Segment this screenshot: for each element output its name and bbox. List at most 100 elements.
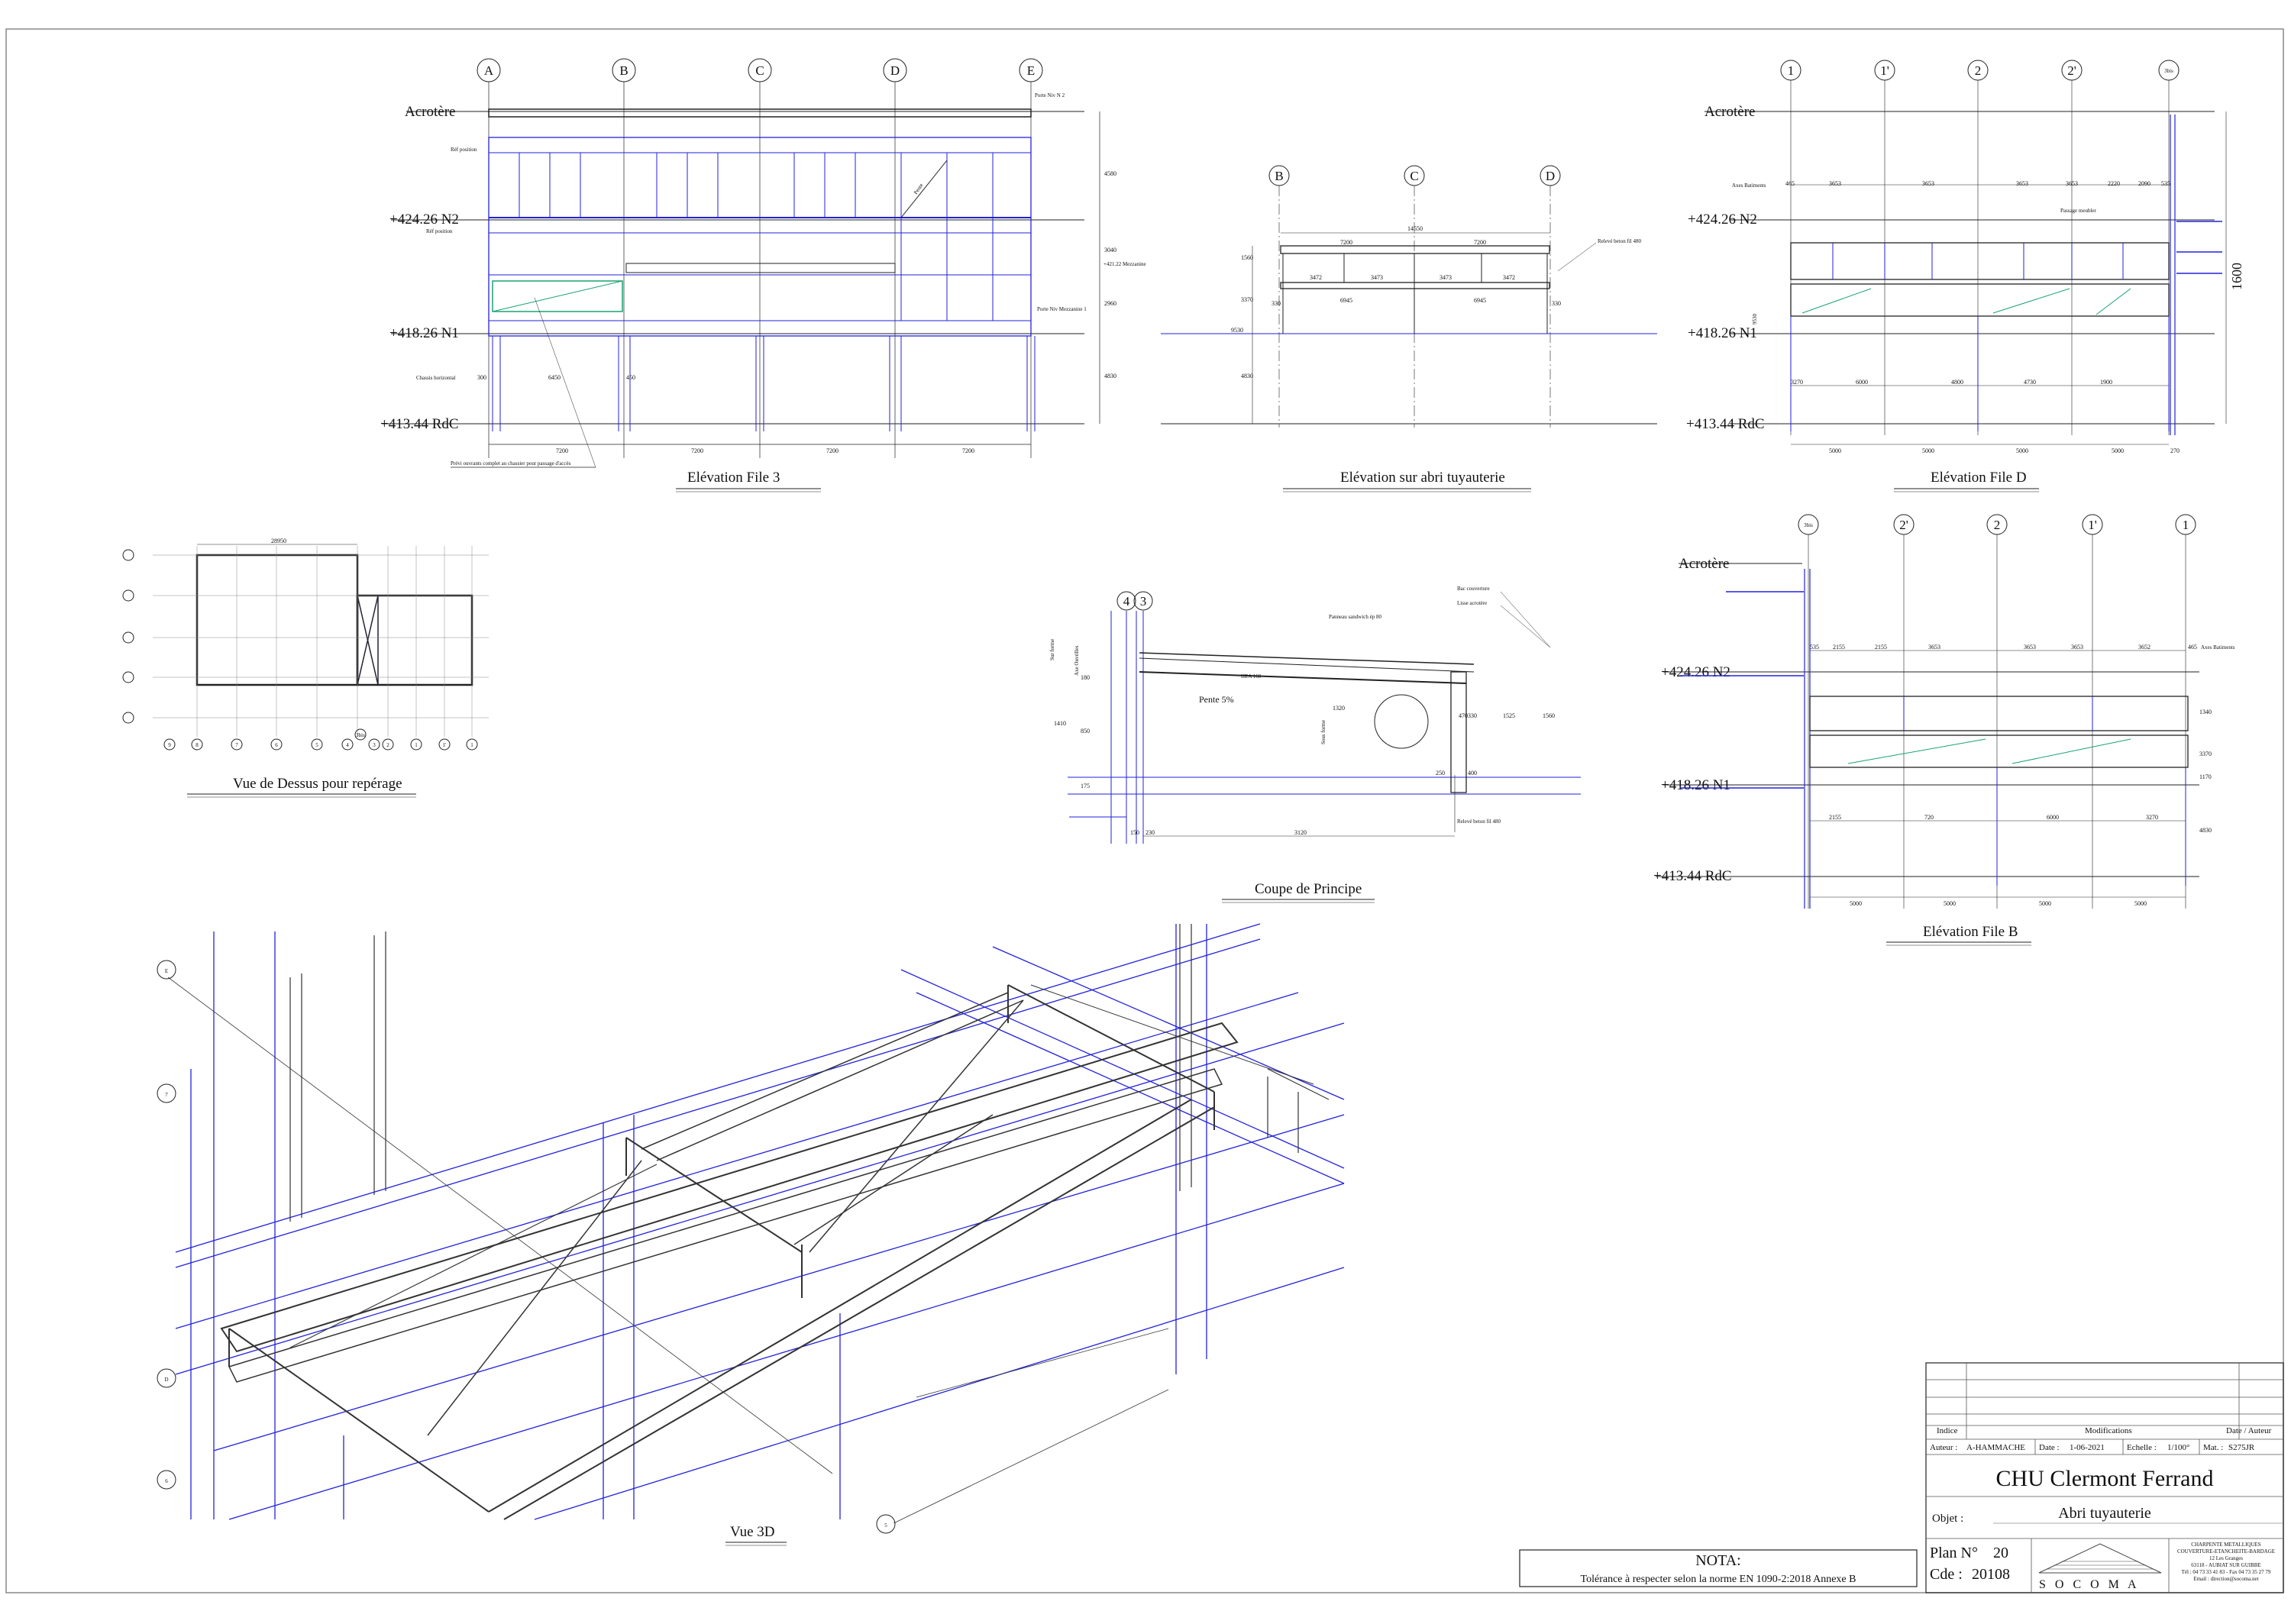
svg-text:Axes Batiments: Axes Batiments <box>2201 644 2235 651</box>
svg-text:330: 330 <box>1552 300 1561 307</box>
svg-text:1': 1' <box>1880 63 1889 78</box>
view-section: 4 3 Panneau sandwich ép 80 Bac couvertur… <box>1049 586 1581 903</box>
svg-text:6: 6 <box>165 1478 168 1484</box>
svg-text:1410: 1410 <box>1054 720 1066 727</box>
axis-3bis-b: 3bis <box>1798 514 1819 909</box>
title-section: Coupe de Principe <box>1255 881 1362 897</box>
tb-date-auteur: Date / Auteur <box>2226 1426 2272 1435</box>
svg-text:2220: 2220 <box>2108 180 2120 187</box>
svg-text:465: 465 <box>1785 180 1795 187</box>
svg-text:COUVERTURE-ETANCHEITE-BARDAGE: COUVERTURE-ETANCHEITE-BARDAGE <box>2177 1548 2275 1555</box>
svg-text:Pente 5%: Pente 5% <box>1199 694 1234 705</box>
svg-text:E: E <box>165 968 168 974</box>
svg-text:230: 230 <box>1146 829 1155 836</box>
v3d-axis-E: E <box>157 960 176 980</box>
svg-text:Date :: Date : <box>2039 1443 2060 1452</box>
svg-text:4580: 4580 <box>1104 170 1116 177</box>
svg-text:Email : direction@socoma.net: Email : direction@socoma.net <box>2193 1576 2258 1582</box>
svg-text:3653: 3653 <box>1922 180 1934 187</box>
svg-text:Sur forme: Sur forme <box>1049 639 1055 660</box>
axis-B: B <box>1268 165 1290 428</box>
svg-text:5000: 5000 <box>2016 447 2028 454</box>
svg-text:270: 270 <box>2170 447 2180 454</box>
title-elevation-file-b: Elévation File B <box>1923 924 2018 940</box>
tb-mat: S275JR <box>2228 1443 2255 1452</box>
svg-text:1': 1' <box>443 742 447 748</box>
svg-text:2: 2 <box>386 742 389 748</box>
svg-text:400: 400 <box>1468 770 1477 776</box>
svg-text:6450: 6450 <box>548 374 561 381</box>
svg-text:+424.26 N2: +424.26 N2 <box>1661 664 1730 680</box>
svg-text:2090: 2090 <box>2138 180 2150 187</box>
svg-text:3653: 3653 <box>2071 644 2083 651</box>
svg-text:+413.44 RdC: +413.44 RdC <box>1686 416 1765 432</box>
svg-text:Lisse acrotère: Lisse acrotère <box>1457 600 1487 606</box>
svg-text:1: 1 <box>2183 518 2189 532</box>
svg-text:1560: 1560 <box>1543 712 1555 719</box>
svg-text:465: 465 <box>2188 644 2197 651</box>
svg-text:450: 450 <box>626 374 635 381</box>
svg-text:5000: 5000 <box>2112 447 2124 454</box>
svg-text:9: 9 <box>168 742 171 748</box>
svg-text:2': 2' <box>2067 63 2076 78</box>
svg-text:3040: 3040 <box>1104 247 1116 253</box>
svg-text:Mat. :: Mat. : <box>2203 1443 2223 1452</box>
tb-project: CHU Clermont Ferrand <box>1996 1466 2214 1491</box>
svg-text:1170: 1170 <box>2199 773 2212 780</box>
svg-text:2155: 2155 <box>1875 644 1887 651</box>
svg-text:4830: 4830 <box>1241 373 1253 379</box>
svg-text:S O C O M A: S O C O M A <box>2039 1578 2140 1591</box>
svg-text:Objet :: Objet : <box>1932 1513 1963 1525</box>
svg-text:9530: 9530 <box>1752 314 1758 325</box>
svg-text:3270: 3270 <box>1791 379 1803 386</box>
axis-grid: A B C D E <box>477 58 1043 458</box>
svg-text:6000: 6000 <box>1856 379 1868 386</box>
dim-7200-a: 7200 <box>556 447 568 454</box>
dim-7200-b: 7200 <box>691 447 703 454</box>
svg-text:Réf position: Réf position <box>451 147 477 153</box>
svg-text:3370: 3370 <box>2199 751 2212 757</box>
tb-indice: Indice <box>1937 1426 1958 1435</box>
svg-text:C: C <box>755 63 764 78</box>
svg-text:7200: 7200 <box>1340 239 1352 246</box>
svg-text:1320: 1320 <box>1333 705 1345 712</box>
svg-text:3653: 3653 <box>2016 180 2028 187</box>
svg-text:1340: 1340 <box>2199 709 2212 715</box>
svg-text:6000: 6000 <box>2047 814 2059 821</box>
svg-text:4800: 4800 <box>1951 379 1963 386</box>
svg-text:7: 7 <box>165 1092 168 1098</box>
axis-C: C <box>1404 165 1425 428</box>
svg-text:330: 330 <box>1468 712 1477 719</box>
svg-text:2: 2 <box>1994 518 2001 532</box>
svg-text:6945: 6945 <box>1340 297 1352 304</box>
svg-text:CHARPENTE METALLIQUES: CHARPENTE METALLIQUES <box>2191 1542 2261 1548</box>
svg-text:7: 7 <box>235 742 238 748</box>
svg-text:+424.26 N2: +424.26 N2 <box>1688 211 1757 228</box>
svg-text:5000: 5000 <box>1850 900 1862 907</box>
svg-text:Panneau sandwich ép 80: Panneau sandwich ép 80 <box>1329 614 1382 620</box>
svg-text:Relevé beton fil 480: Relevé beton fil 480 <box>1598 238 1641 244</box>
svg-text:4830: 4830 <box>2199 827 2212 834</box>
title-elevation-file-d: Elévation File D <box>1931 470 2027 486</box>
nota-text: Tolérance à respecter selon la norme EN … <box>1581 1574 1856 1585</box>
svg-text:2155: 2155 <box>1833 644 1845 651</box>
tb-echelle: 1/100° <box>2167 1443 2189 1452</box>
dim-7200-d: 7200 <box>962 447 974 454</box>
svg-text:330: 330 <box>1272 300 1281 307</box>
svg-text:Passage meubler: Passage meubler <box>2060 208 2097 214</box>
svg-text:3370: 3370 <box>1241 296 1253 303</box>
svg-text:Prévi ouvrants complet au chas: Prévi ouvrants complet au chassier pour … <box>451 460 571 467</box>
svg-text:720: 720 <box>1924 814 1934 821</box>
dim-7200-c: 7200 <box>826 447 839 454</box>
svg-text:14550: 14550 <box>1407 225 1423 232</box>
axis-4: 4 <box>1116 591 1136 611</box>
tb-modifications: Modifications <box>2085 1426 2132 1435</box>
svg-text:3473: 3473 <box>1371 274 1383 281</box>
svg-text:5000: 5000 <box>1944 900 1956 907</box>
svg-text:1525: 1525 <box>1503 712 1515 719</box>
svg-text:5000: 5000 <box>2134 900 2147 907</box>
svg-text:6: 6 <box>275 742 278 748</box>
axis-3: 3 <box>1133 591 1153 611</box>
